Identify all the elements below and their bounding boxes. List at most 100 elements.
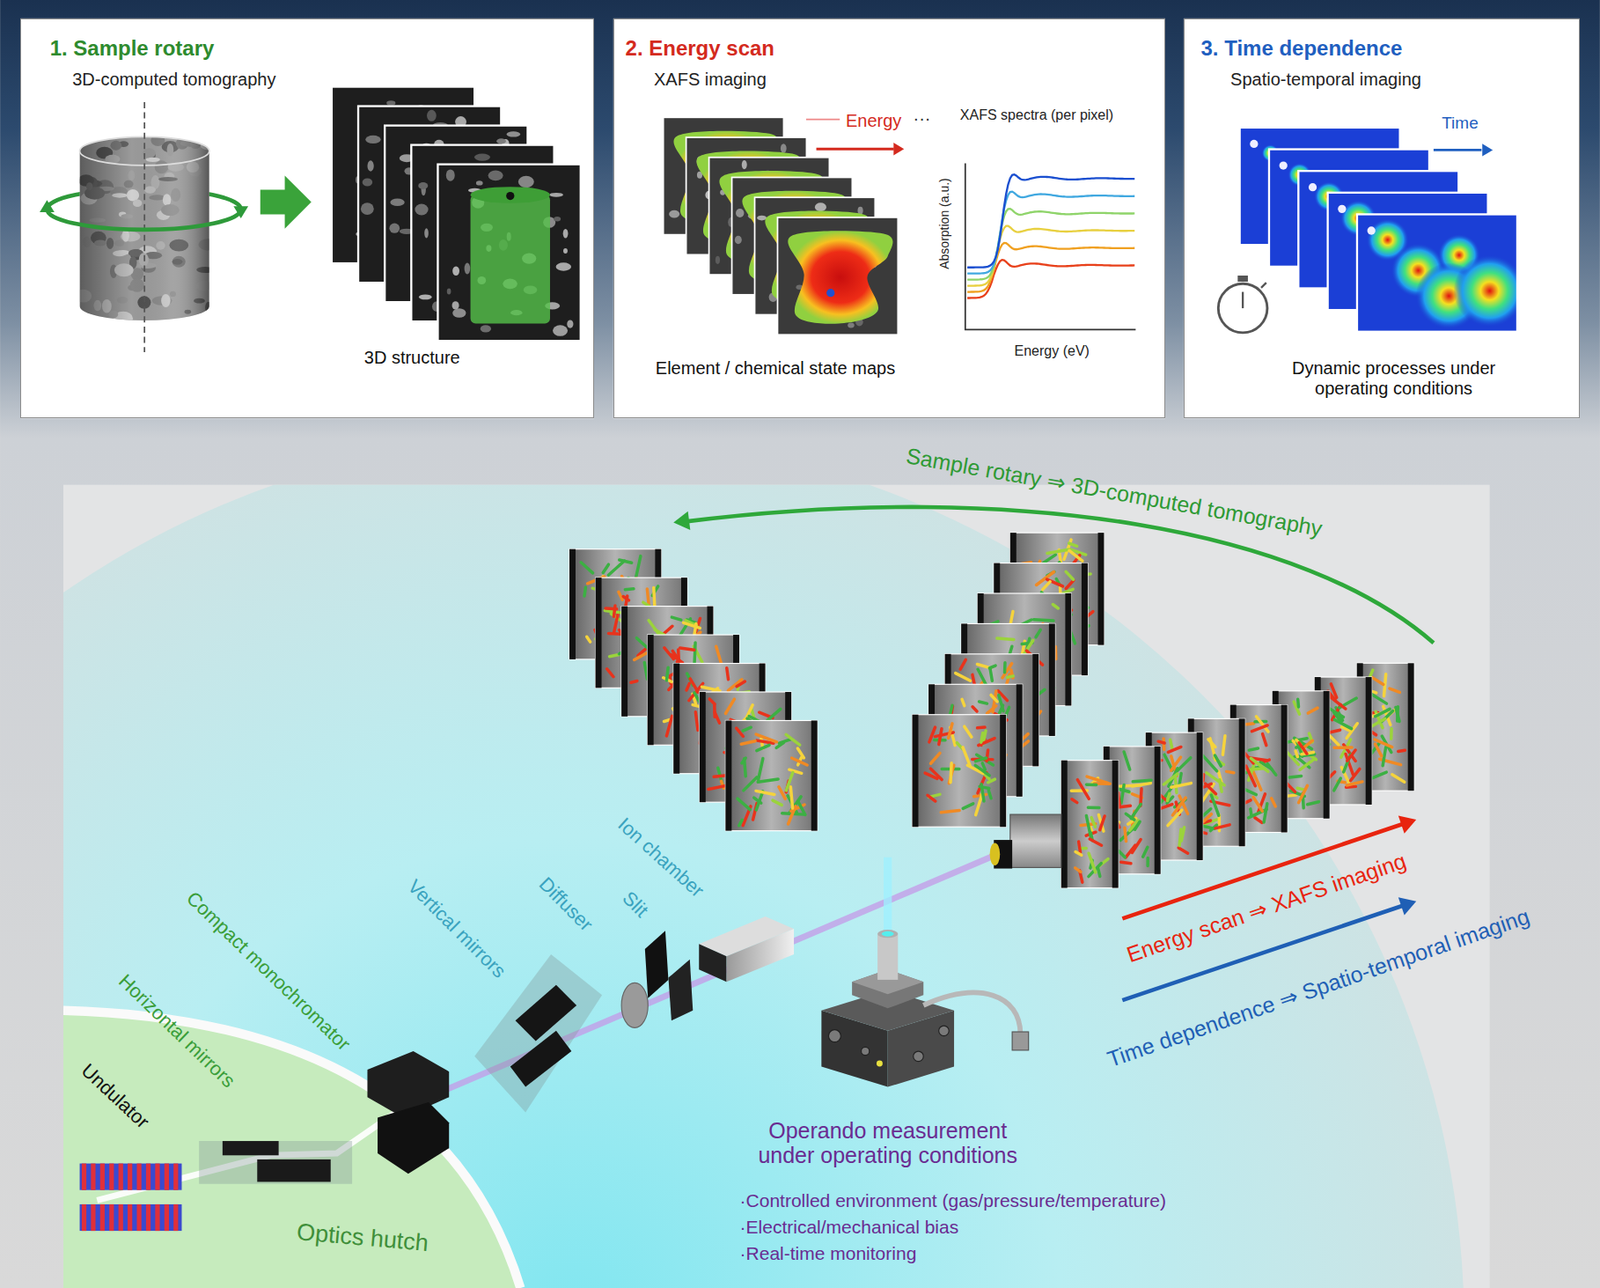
- image-stacks: [569, 532, 1415, 888]
- particle: [1307, 801, 1320, 805]
- particle: [1382, 747, 1386, 766]
- particle: [1171, 756, 1182, 771]
- magnet-pole: [109, 1163, 114, 1190]
- axis-arrow-label: Time: [1441, 113, 1479, 133]
- frame-bar: [647, 634, 654, 745]
- particle: [709, 698, 715, 705]
- block-arrow: [260, 175, 312, 228]
- image-frame: [725, 719, 817, 830]
- xafs-spectrum: [967, 174, 1135, 268]
- ion-chamber: [698, 943, 727, 982]
- grain: [741, 160, 748, 169]
- magnet-pole: [100, 1203, 105, 1231]
- particle: [997, 638, 1014, 639]
- particle: [1166, 792, 1170, 800]
- particle: [1145, 857, 1150, 866]
- particle: [929, 726, 936, 742]
- particle: [741, 741, 756, 744]
- particle: [584, 587, 586, 596]
- operando-title: Operando measurement under operating con…: [751, 1117, 1025, 1169]
- particle: [1295, 750, 1298, 757]
- green-volume: [470, 194, 551, 323]
- grain: [386, 100, 396, 105]
- particle: [756, 744, 770, 750]
- grain: [506, 131, 522, 137]
- particle: [988, 790, 991, 799]
- lens-ring: [990, 843, 1001, 867]
- particle: [1350, 768, 1360, 780]
- particle: [694, 642, 696, 664]
- particle: [1297, 787, 1304, 790]
- grain: [518, 176, 535, 188]
- particle: [1222, 735, 1226, 756]
- particle: [939, 728, 942, 745]
- particle: [1043, 554, 1057, 563]
- monochromator: [366, 1050, 449, 1117]
- particle: [644, 661, 647, 679]
- cylinder-top: [80, 136, 210, 165]
- particle: [1262, 733, 1267, 746]
- particle: [1047, 549, 1069, 553]
- magnet-pole: [164, 1163, 169, 1190]
- particle: [1164, 754, 1173, 771]
- particle: [1089, 838, 1101, 845]
- particle: [755, 733, 778, 742]
- particle: [924, 772, 938, 778]
- frame-border: [1357, 213, 1518, 331]
- particle: [1131, 839, 1141, 853]
- particle: [702, 686, 721, 690]
- grain: [362, 178, 373, 187]
- time-arrow: [1433, 148, 1482, 152]
- magnet-pole: [146, 1203, 151, 1231]
- particle: [1098, 867, 1101, 876]
- grain: [424, 227, 429, 238]
- panel-subheading: XAFS imaging: [653, 69, 767, 90]
- magnet-pole: [146, 1163, 151, 1190]
- particle: [998, 695, 1004, 712]
- magnet-pole: [118, 1203, 124, 1231]
- particle: [580, 562, 593, 573]
- frame-bar: [1112, 760, 1119, 889]
- grain: [452, 308, 466, 317]
- particle: [1178, 847, 1188, 853]
- particle: [1065, 579, 1074, 588]
- magnet-pole: [136, 1163, 141, 1190]
- frame-bar: [1098, 532, 1105, 646]
- particle: [605, 606, 617, 610]
- frame-bar: [1049, 623, 1056, 736]
- grain: [556, 262, 572, 271]
- particle: [1167, 746, 1182, 752]
- particle: [960, 659, 966, 669]
- magnet-pole: [100, 1163, 105, 1190]
- magnet-pole: [173, 1163, 178, 1190]
- particle: [1042, 581, 1051, 590]
- particle: [1248, 808, 1268, 817]
- particle: [666, 715, 672, 736]
- particle: [979, 701, 988, 704]
- grain: [735, 208, 744, 218]
- grain: [488, 169, 504, 181]
- sample-post: [877, 933, 898, 980]
- magnet-pole: [164, 1203, 169, 1231]
- particle: [772, 800, 782, 805]
- particle: [1289, 775, 1302, 777]
- particle: [1035, 629, 1041, 637]
- frame-bar: [1196, 732, 1204, 860]
- particle: [619, 559, 632, 563]
- bright-spot: [1367, 226, 1376, 235]
- particle: [1179, 829, 1182, 846]
- grain: [426, 110, 437, 122]
- particle: [962, 747, 970, 766]
- particle: [680, 647, 695, 650]
- particle: [1255, 817, 1263, 823]
- particle: [1246, 723, 1254, 725]
- particle: [1398, 749, 1406, 751]
- probe-beam: [883, 857, 892, 931]
- beamline: [80, 854, 996, 1231]
- particle: [1130, 803, 1141, 818]
- particle: [1250, 757, 1268, 771]
- grain: [452, 266, 460, 276]
- rotation-axis: [143, 102, 146, 353]
- particle: [785, 733, 800, 745]
- optics-hutch-area: [63, 1010, 521, 1288]
